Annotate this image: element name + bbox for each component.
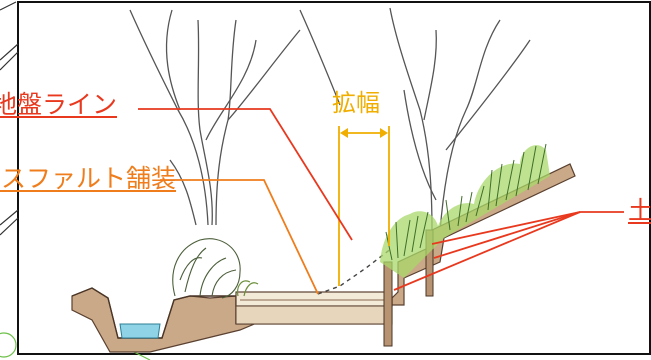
ground-line-leader bbox=[138, 108, 353, 241]
asphalt-leader bbox=[160, 179, 319, 295]
ground-line-dashed bbox=[317, 247, 393, 295]
asphalt-label: アスファルト舗装 bbox=[0, 164, 177, 193]
tree-left bbox=[129, 9, 301, 226]
small-plant bbox=[237, 280, 259, 297]
tree-right bbox=[299, 7, 531, 233]
right-cut-label: 土 bbox=[628, 196, 651, 225]
shrub bbox=[172, 238, 241, 299]
stake-1 bbox=[383, 261, 393, 347]
subbase bbox=[235, 305, 393, 325]
ground-line-label: 地盤ライン bbox=[0, 90, 118, 119]
widening-indicator bbox=[338, 126, 390, 286]
frame bbox=[17, 1, 651, 355]
right-leaders bbox=[393, 211, 624, 291]
ditch-water bbox=[119, 323, 161, 339]
asphalt-pavement bbox=[235, 291, 393, 307]
grass-slope bbox=[380, 143, 550, 278]
surface-line bbox=[71, 287, 237, 339]
widening-label: 拡幅 bbox=[332, 89, 380, 117]
